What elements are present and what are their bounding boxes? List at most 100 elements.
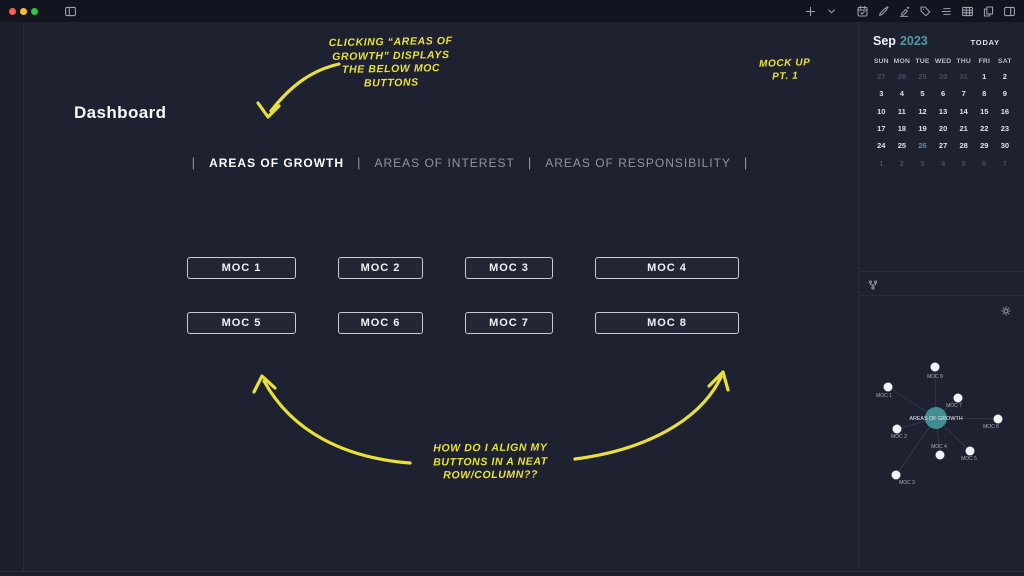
calendar-day[interactable]: 25: [897, 141, 907, 151]
calendar-day[interactable]: 16: [1000, 106, 1010, 116]
calendar-day-selected[interactable]: 26: [918, 141, 927, 151]
minimize-button[interactable]: [20, 7, 27, 15]
clipboard-icon[interactable]: [982, 5, 995, 18]
graph-node-label: MOC 2: [891, 434, 907, 440]
calendar-day[interactable]: 23: [1000, 124, 1010, 134]
calendar-day[interactable]: 31: [959, 72, 968, 82]
tag-icon[interactable]: [919, 5, 932, 18]
highlighter-icon[interactable]: [898, 5, 911, 18]
calendar-day[interactable]: 10: [877, 106, 886, 116]
moc-button-moc-1[interactable]: MOC 1: [187, 257, 296, 279]
calendar-check-icon[interactable]: [856, 5, 869, 18]
tab-areas-of-growth[interactable]: AREAS OF GROWTH: [209, 155, 345, 170]
calendar-day[interactable]: 17: [877, 124, 886, 134]
calendar-day[interactable]: 1: [982, 72, 987, 82]
calendar-day[interactable]: 12: [918, 106, 927, 116]
calendar-day[interactable]: 4: [899, 89, 904, 99]
calendar-day[interactable]: 5: [961, 158, 966, 168]
calendar-day[interactable]: 4: [940, 158, 946, 168]
moc-tab-bar: | AREAS OF GROWTH | AREAS OF INTEREST | AREAS…: [53, 155, 887, 170]
calendar-day[interactable]: 27: [938, 141, 948, 151]
graph-node-moc-4[interactable]: [935, 450, 945, 460]
moc-button-moc-2[interactable]: MOC 2: [338, 257, 423, 279]
calendar-day[interactable]: 15: [980, 106, 989, 116]
menu-lines-icon[interactable]: [940, 5, 953, 18]
calendar-day[interactable]: 5: [920, 89, 925, 99]
calendar-day[interactable]: 30: [1000, 141, 1010, 151]
chevron-down-icon[interactable]: [825, 5, 838, 18]
calendar-day[interactable]: 22: [980, 124, 989, 134]
weekday-label: SAT: [998, 58, 1012, 65]
calendar-day[interactable]: 2: [1002, 72, 1007, 82]
graph-node-moc-8[interactable]: [930, 362, 940, 372]
graph-node-label: MOC 3: [899, 480, 915, 486]
calendar-day[interactable]: 21: [959, 124, 968, 134]
moc-button-moc-4[interactable]: MOC 4: [595, 257, 739, 279]
graph-node-moc-2[interactable]: [892, 424, 902, 434]
graph-node-moc-7[interactable]: [953, 393, 963, 403]
calendar-day[interactable]: 13: [938, 106, 948, 116]
calendar-day[interactable]: 8: [982, 89, 987, 99]
graph-node-label: MOC 4: [931, 444, 947, 450]
calendar-day[interactable]: 14: [959, 106, 968, 116]
calendar-day[interactable]: 18: [897, 124, 907, 134]
window-bottom-edge: [0, 571, 1024, 576]
graph-settings-gear-icon[interactable]: [1000, 304, 1012, 316]
tab-separator: |: [191, 155, 197, 170]
graph-node-center[interactable]: [925, 407, 947, 429]
graph-node-moc-1[interactable]: [883, 382, 893, 392]
calendar-day[interactable]: 20: [938, 124, 948, 134]
plus-icon[interactable]: [804, 5, 817, 18]
calendar-day[interactable]: 24: [877, 141, 886, 151]
calendar-day[interactable]: 3: [920, 158, 925, 168]
moc-button-moc-5[interactable]: MOC 5: [187, 312, 296, 334]
tab-separator: |: [527, 155, 533, 170]
calendar-day[interactable]: 1: [879, 158, 884, 168]
pen-icon[interactable]: [877, 5, 890, 18]
graph-node-moc-3[interactable]: [891, 470, 901, 480]
calendar-day[interactable]: 7: [961, 89, 966, 99]
calendar-day[interactable]: 28: [897, 72, 907, 82]
maximize-button[interactable]: [31, 7, 38, 15]
tab-separator: |: [357, 155, 362, 170]
left-ribbon: [0, 22, 24, 571]
graph-node-moc-6[interactable]: [993, 414, 1003, 424]
panel-right-icon[interactable]: [1003, 5, 1016, 18]
calendar-day[interactable]: 6: [982, 158, 987, 168]
moc-button-moc-6[interactable]: MOC 6: [338, 312, 423, 334]
calendar-day[interactable]: 3: [879, 89, 884, 99]
calendar-today-button[interactable]: TODAY: [970, 38, 1000, 47]
graph-pane-header: [859, 271, 1024, 296]
tab-areas-of-responsibility[interactable]: AREAS OF RESPONSIBILITY: [545, 155, 731, 170]
calendar-day[interactable]: 9: [1002, 89, 1007, 99]
graph-center-label: AREAS OF GROWTH: [909, 416, 962, 422]
tab-areas-of-interest[interactable]: AREAS OF INTEREST: [374, 155, 515, 170]
calendar-day[interactable]: 29: [918, 72, 927, 82]
calendar-day[interactable]: 7: [1002, 158, 1007, 168]
calendar-day[interactable]: 28: [959, 141, 968, 151]
titlebar-right-icons: [804, 5, 1024, 18]
weekday-label: FRI: [978, 58, 991, 65]
weekday-label: MON: [893, 58, 911, 65]
calendar-day[interactable]: 30: [938, 72, 948, 82]
table-icon[interactable]: [961, 5, 974, 18]
calendar-day[interactable]: 29: [980, 141, 989, 151]
calendar-year: 2023: [899, 34, 928, 48]
moc-button-moc-8[interactable]: MOC 8: [595, 312, 739, 334]
graph-view-icon: [867, 278, 879, 290]
calendar-day[interactable]: 19: [918, 124, 927, 134]
calendar-day[interactable]: 2: [899, 158, 904, 168]
calendar-day[interactable]: 6: [940, 89, 946, 99]
moc-button-moc-3[interactable]: MOC 3: [465, 257, 553, 279]
moc-button-moc-7[interactable]: MOC 7: [465, 312, 553, 334]
calendar-day[interactable]: 27: [877, 72, 886, 82]
graph-node-moc-5[interactable]: [965, 446, 975, 456]
panel-left-icon[interactable]: [64, 5, 77, 18]
calendar-day[interactable]: 11: [897, 106, 906, 116]
close-button[interactable]: [9, 7, 16, 15]
weekday-label: TUE: [915, 58, 930, 65]
weekday-label: THU: [956, 58, 971, 65]
